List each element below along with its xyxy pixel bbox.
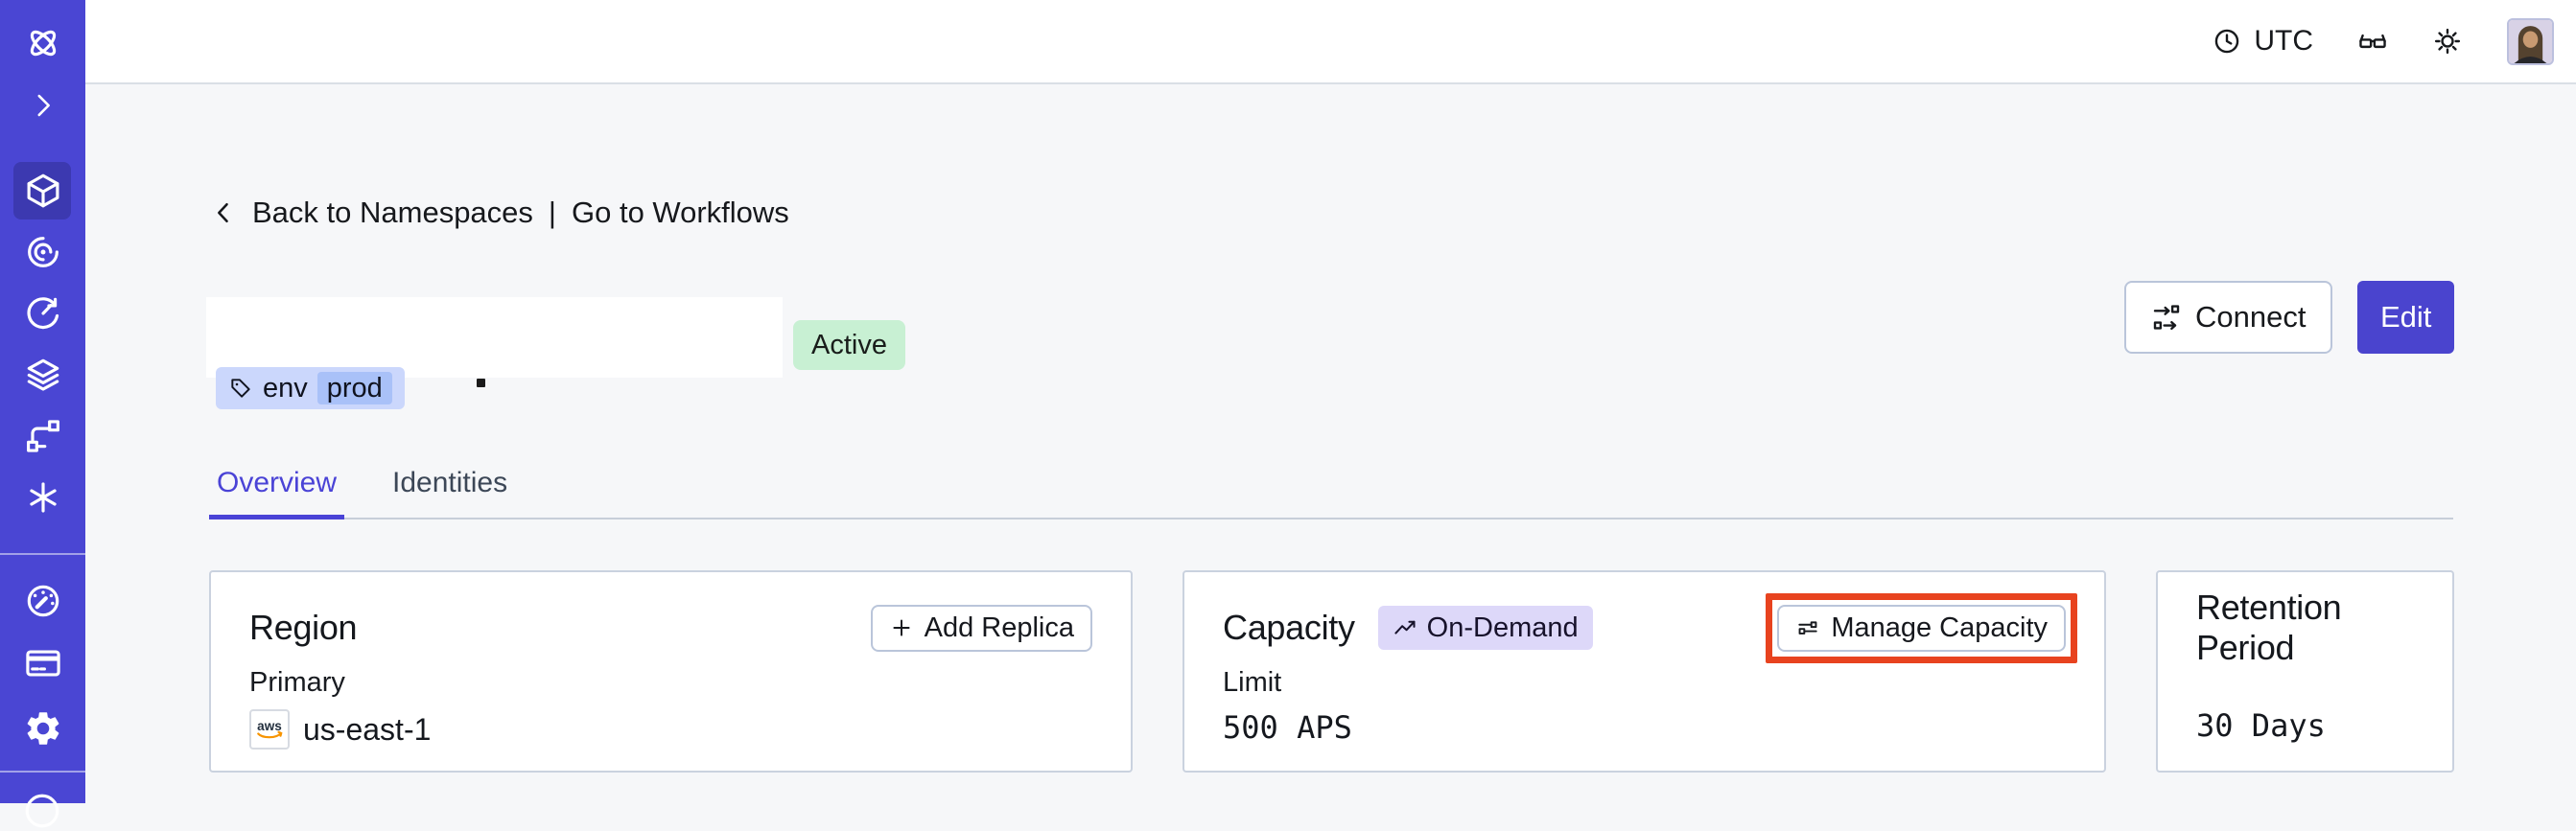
tab-overview[interactable]: Overview (209, 467, 345, 519)
primary-label: Primary (249, 667, 345, 698)
capacity-value: 500 APS (1223, 709, 1352, 746)
temporal-logo-icon[interactable] (0, 14, 85, 72)
sidebar-item-namespaces-cube-icon[interactable] (0, 162, 85, 219)
breadcrumb-workflows-link[interactable]: Go to Workflows (571, 196, 789, 229)
tag-icon (231, 379, 250, 398)
expand-sidebar-icon[interactable] (0, 77, 85, 134)
sidebar-item-deployments-layers-icon[interactable] (0, 346, 85, 404)
timezone-selector[interactable]: UTC (2212, 25, 2313, 58)
add-replica-button[interactable]: Add Replica (870, 604, 1092, 652)
manage-capacity-button[interactable]: Manage Capacity (1777, 604, 2066, 652)
sidebar-item-support-icon[interactable] (22, 791, 62, 831)
capacity-card-title: Capacity (1223, 608, 1355, 647)
namespace-tag: env prod (216, 367, 405, 409)
top-header: UTC (85, 0, 2576, 84)
on-demand-badge: On-Demand (1377, 606, 1593, 650)
user-avatar[interactable] (2507, 17, 2554, 65)
capacity-card: Capacity On-Demand Manage Capacity Limit… (1183, 570, 2106, 773)
labs-glasses-icon[interactable] (2357, 26, 2388, 57)
sidebar-item-nexus-asterisk-icon[interactable] (0, 469, 85, 526)
retention-card: Retention Period 30 Days (2156, 570, 2454, 773)
namespace-name-dot (477, 379, 485, 387)
edit-button[interactable]: Edit (2357, 281, 2455, 354)
clock-icon (2215, 29, 2239, 54)
connect-button[interactable]: Connect (2124, 281, 2333, 354)
trending-up-icon (1394, 620, 1416, 635)
connect-button-label: Connect (2195, 300, 2307, 334)
theme-sun-icon[interactable] (2432, 26, 2463, 57)
tab-bar: Overview Identities (209, 467, 2453, 519)
region-card: Region Add Replica Primary aws us-east-1 (209, 570, 1133, 773)
aws-logo: aws (249, 709, 290, 750)
limit-label: Limit (1223, 667, 1282, 698)
breadcrumb-separator: | (548, 196, 556, 229)
tab-identities[interactable]: Identities (392, 467, 508, 498)
retention-value: 30 Days (2196, 707, 2326, 744)
sliders-icon (1798, 621, 1817, 635)
tag-value-chip: prod (316, 372, 392, 404)
region-value: us-east-1 (303, 711, 432, 747)
on-demand-label: On-Demand (1426, 612, 1579, 643)
connect-icon (2153, 305, 2180, 331)
region-card-title: Region (249, 608, 358, 647)
svg-text:aws: aws (257, 719, 282, 733)
tag-key: env (263, 372, 308, 404)
sidebar (0, 0, 85, 828)
timezone-label: UTC (2254, 25, 2313, 57)
sidebar-item-billing-card-icon[interactable] (0, 635, 85, 692)
manage-capacity-label: Manage Capacity (1831, 612, 2048, 643)
sidebar-item-batch-branch-icon[interactable] (0, 407, 85, 465)
sidebar-item-usage-speedometer-icon[interactable] (0, 572, 85, 630)
status-badge: Active (793, 320, 905, 370)
plus-icon (893, 619, 910, 636)
chevron-left-icon[interactable] (210, 199, 237, 226)
sidebar-item-schedules-clock-icon[interactable] (0, 285, 85, 342)
sidebar-divider (0, 771, 85, 773)
retention-card-title: Retention Period (2196, 588, 2342, 667)
highlight-annotation: Manage Capacity (1766, 592, 2077, 663)
add-replica-label: Add Replica (924, 612, 1074, 643)
sidebar-item-settings-gear-icon[interactable] (0, 700, 85, 757)
breadcrumb: Back to Namespaces | Go to Workflows (210, 196, 789, 230)
sidebar-item-workflows-spiral-icon[interactable] (0, 223, 85, 281)
namespace-name-redacted (206, 297, 783, 378)
sidebar-divider (0, 553, 85, 555)
breadcrumb-back-link[interactable]: Back to Namespaces (252, 196, 533, 229)
